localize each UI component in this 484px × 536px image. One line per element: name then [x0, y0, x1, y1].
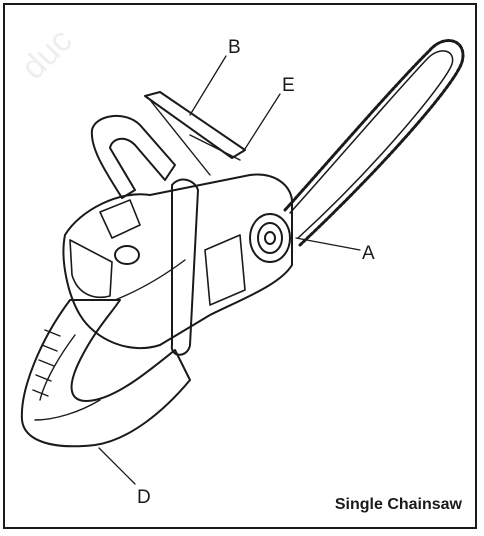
tension-knob: [249, 213, 291, 263]
guide-bar-chain: [283, 39, 465, 247]
label-a: A: [362, 243, 375, 264]
label-b: B: [228, 37, 241, 58]
label-e: E: [282, 75, 295, 96]
rear-handle: [20, 299, 191, 448]
motor-housing: [62, 173, 293, 350]
leader-lines: [98, 55, 361, 485]
front-handle: [90, 114, 199, 356]
label-d: D: [137, 487, 151, 508]
figure-frame: [3, 3, 477, 529]
figure-caption: Single Chainsaw: [334, 496, 462, 513]
chain-brake: [144, 91, 246, 176]
oil-cap: [114, 245, 140, 265]
